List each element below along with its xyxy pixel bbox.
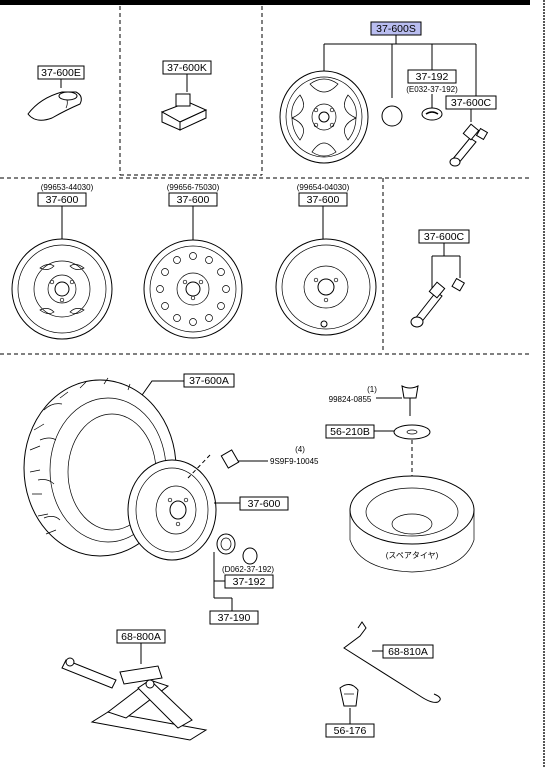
- label-e032-37-192: (E032-37-192): [406, 85, 458, 94]
- ref-99653-44030: (99653-44030): [41, 183, 94, 192]
- ref-99654-04030: (99654-04030): [297, 183, 350, 192]
- label-nut-qty: (4): [295, 445, 305, 454]
- wheel-weight-k-icon: [160, 93, 208, 131]
- hub-caps-icon: [216, 533, 258, 565]
- alloy-wheel-icon: [279, 70, 369, 164]
- label-37-600-4: 37-600: [248, 498, 281, 510]
- label-box-37-190[interactable]: [209, 610, 259, 625]
- jack-icon: [61, 657, 208, 741]
- label-37-600a: 37-600A: [189, 375, 229, 387]
- label-37-192-top: 37-192: [416, 71, 449, 83]
- label-37-190: 37-190: [218, 612, 251, 624]
- ref-99656-75030: (99656-75030): [167, 183, 220, 192]
- label-box-56-176[interactable]: [325, 723, 375, 738]
- valve-stem-mid-icon: [410, 277, 466, 328]
- spacer-plate-icon: [393, 424, 431, 440]
- section-dividers: [0, 6, 530, 355]
- label-37-600-1: 37-600: [46, 194, 79, 206]
- label-37-600c-mid: 37-600C: [424, 231, 465, 243]
- wheel-nut-icon: [187, 449, 268, 479]
- wing-bolt-icon: [401, 385, 419, 416]
- wheel-weight-e-icon: [27, 91, 82, 121]
- clip-icon: [339, 684, 359, 707]
- label-68-810a: 68-810A: [388, 646, 428, 658]
- temporary-wheel-icon: [275, 238, 377, 336]
- label-37-600k: 37-600K: [167, 62, 207, 74]
- jack-handle-icon: [343, 621, 441, 703]
- label-d062-37-192: (D062-37-192): [222, 565, 274, 574]
- label-56-176: 56-176: [334, 725, 367, 737]
- valve-stem-top-icon: [449, 123, 489, 167]
- label-37-600c-top: 37-600C: [451, 97, 492, 109]
- label-bolt-qty: (1): [367, 385, 377, 394]
- label-37-192-bot: 37-192: [233, 576, 266, 588]
- label-37-600e: 37-600E: [41, 67, 81, 79]
- label-99824-0855: 99824-0855: [329, 395, 372, 404]
- steel-wheel-2-icon: [143, 239, 243, 339]
- label-37-600s: 37-600S: [376, 23, 416, 35]
- steel-wheel-1-icon: [11, 238, 113, 340]
- label-37-600-3: 37-600: [307, 194, 340, 206]
- center-cap-plain-icon: [381, 105, 403, 127]
- spare-tire-icon: [349, 475, 475, 573]
- leader-37-600s: [323, 35, 477, 98]
- label-spare-tire-jp: (スペアタイヤ): [386, 551, 439, 560]
- top-bar: [0, 0, 530, 5]
- label-68-800a: 68-800A: [121, 631, 161, 643]
- label-37-600-2: 37-600: [177, 194, 210, 206]
- wheel-exploded-icon: [127, 459, 217, 561]
- label-9s9f9-10045: 9S9F9-10045: [270, 457, 319, 466]
- center-cap-logo-icon: [421, 107, 443, 121]
- label-56-210b: 56-210B: [330, 426, 370, 438]
